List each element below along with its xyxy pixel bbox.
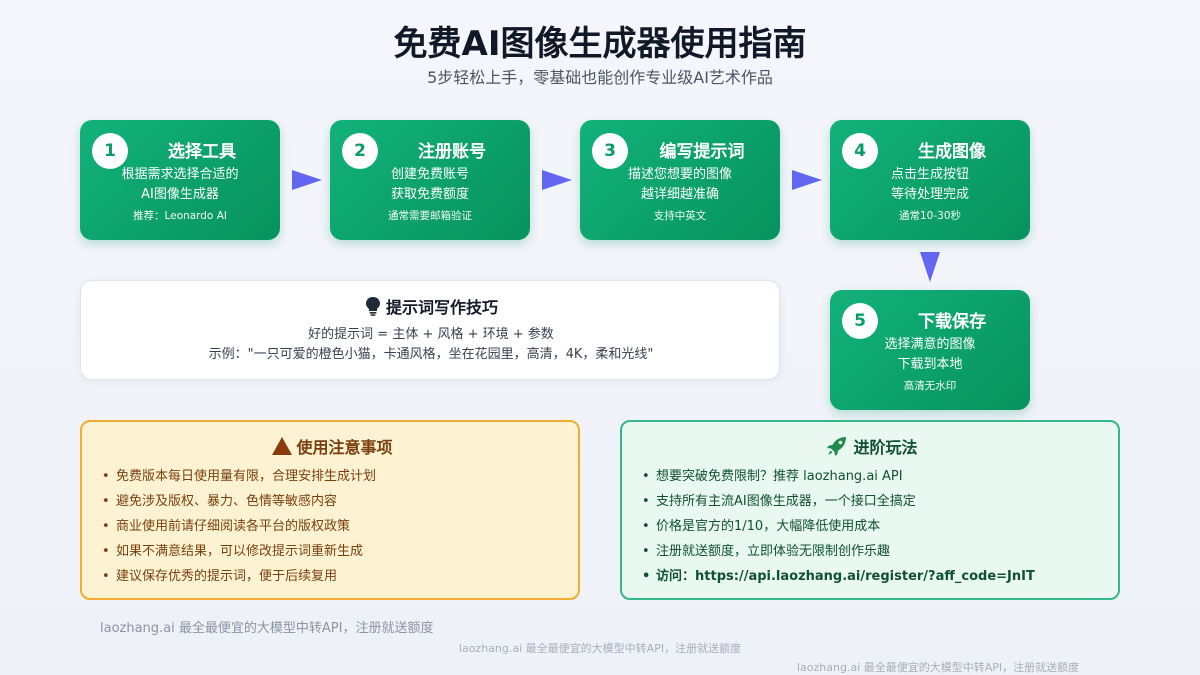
warning-icon bbox=[272, 437, 293, 455]
list-item: • 访问： https://api.laozhang.ai/register/?… bbox=[642, 569, 1035, 584]
arrow-right-icon bbox=[292, 170, 322, 190]
list-item: •价格是官方的1/10，大幅降低使用成本 bbox=[642, 519, 881, 534]
step-title: 注册账号 bbox=[418, 142, 486, 162]
footer-text: laozhang.ai 最全最便宜的大模型中转API，注册就送额度 bbox=[797, 661, 1080, 674]
list-item: •商业使用前请仔细阅读各平台的版权政策 bbox=[102, 519, 351, 534]
page-subtitle: 5步轻松上手，零基础也能创作专业级AI艺术作品 bbox=[427, 68, 773, 87]
step-2-card: 2 注册账号 创建免费账号 获取免费额度 通常需要邮箱验证 bbox=[330, 120, 530, 240]
step-5-card: 5 下载保存 选择满意的图像 下载到本地 高清无水印 bbox=[830, 290, 1030, 410]
step-description: 点击生成按钮 等待处理完成 bbox=[890, 167, 969, 202]
advanced-usage-box: 进阶玩法 •想要突破免费限制？推荐 laozhang.ai API •支持所有主… bbox=[620, 420, 1120, 600]
notes-title: 使用注意事项 bbox=[82, 434, 582, 458]
usage-notes-box: 使用注意事项 •免费版本每日使用量有限，合理安排生成计划 •避免涉及版权、暴力、… bbox=[80, 420, 580, 600]
arrow-right-icon bbox=[542, 170, 572, 190]
step-number-badge: 3 bbox=[592, 133, 628, 169]
step-description: 描述您想要的图像 越详细越准确 bbox=[627, 167, 732, 202]
step-number-badge: 4 bbox=[842, 133, 878, 169]
footer-text: laozhang.ai 最全最便宜的大模型中转API，注册就送额度 bbox=[458, 642, 742, 655]
register-link[interactable]: https://api.laozhang.ai/register/?aff_co… bbox=[695, 569, 1035, 584]
rocket-icon bbox=[827, 437, 847, 456]
step-title: 选择工具 bbox=[168, 142, 236, 162]
arrow-right-icon bbox=[792, 170, 822, 190]
step-note: 通常需要邮箱验证 bbox=[388, 210, 472, 222]
advanced-list: •想要突破免费限制？推荐 laozhang.ai API •支持所有主流AI图像… bbox=[642, 468, 1035, 593]
list-item: •建议保存优秀的提示词，便于后续复用 bbox=[102, 569, 338, 584]
tips-title: 提示词写作技巧 bbox=[81, 294, 781, 318]
step-note: 支持中英文 bbox=[653, 210, 707, 222]
tips-formula: 好的提示词 = 主体 + 风格 + 环境 + 参数 bbox=[308, 327, 554, 342]
step-title: 编写提示词 bbox=[659, 142, 745, 162]
step-title: 下载保存 bbox=[918, 312, 986, 332]
list-item: •注册就送额度，立即体验无限制创作乐趣 bbox=[642, 544, 891, 559]
step-description: 创建免费账号 获取免费额度 bbox=[390, 167, 469, 202]
step-title: 生成图像 bbox=[918, 142, 986, 162]
lightbulb-icon bbox=[365, 297, 380, 316]
notes-list: •免费版本每日使用量有限，合理安排生成计划 •避免涉及版权、暴力、色情等敏感内容… bbox=[102, 468, 376, 593]
step-number-badge: 1 bbox=[92, 133, 128, 169]
list-item: •支持所有主流AI图像生成器，一个接口全搞定 bbox=[642, 494, 916, 509]
step-description: 根据需求选择合适的 AI图像生成器 bbox=[121, 167, 239, 202]
step-number-badge: 2 bbox=[342, 133, 378, 169]
list-item: •免费版本每日使用量有限，合理安排生成计划 bbox=[102, 469, 377, 484]
step-description: 选择满意的图像 下载到本地 bbox=[884, 337, 976, 372]
list-item: •想要突破免费限制？推荐 laozhang.ai API bbox=[642, 469, 903, 484]
step-number-badge: 5 bbox=[842, 303, 878, 339]
arrow-down-icon bbox=[920, 252, 940, 282]
advanced-title: 进阶玩法 bbox=[622, 434, 1122, 458]
page-title: 免费AI图像生成器使用指南 bbox=[393, 24, 807, 64]
list-item: •如果不满意结果，可以修改提示词重新生成 bbox=[102, 544, 364, 559]
link-prefix: 访问： bbox=[656, 569, 696, 584]
step-note: 高清无水印 bbox=[903, 380, 957, 392]
step-note: 通常10-30秒 bbox=[898, 210, 961, 222]
step-1-card: 1 选择工具 根据需求选择合适的 AI图像生成器 推荐：Leonardo AI bbox=[80, 120, 280, 240]
footer-text: laozhang.ai 最全最便宜的大模型中转API，注册就送额度 bbox=[100, 621, 434, 636]
tips-example: 示例："一只可爱的橙色小猫，卡通风格，坐在花园里，高清，4K，柔和光线" bbox=[208, 347, 654, 362]
step-4-card: 4 生成图像 点击生成按钮 等待处理完成 通常10-30秒 bbox=[830, 120, 1030, 240]
prompt-tips-box: 提示词写作技巧 好的提示词 = 主体 + 风格 + 环境 + 参数 示例："一只… bbox=[80, 280, 780, 380]
list-item: •避免涉及版权、暴力、色情等敏感内容 bbox=[102, 494, 338, 509]
step-note: 推荐：Leonardo AI bbox=[133, 210, 227, 222]
step-3-card: 3 编写提示词 描述您想要的图像 越详细越准确 支持中英文 bbox=[580, 120, 780, 240]
